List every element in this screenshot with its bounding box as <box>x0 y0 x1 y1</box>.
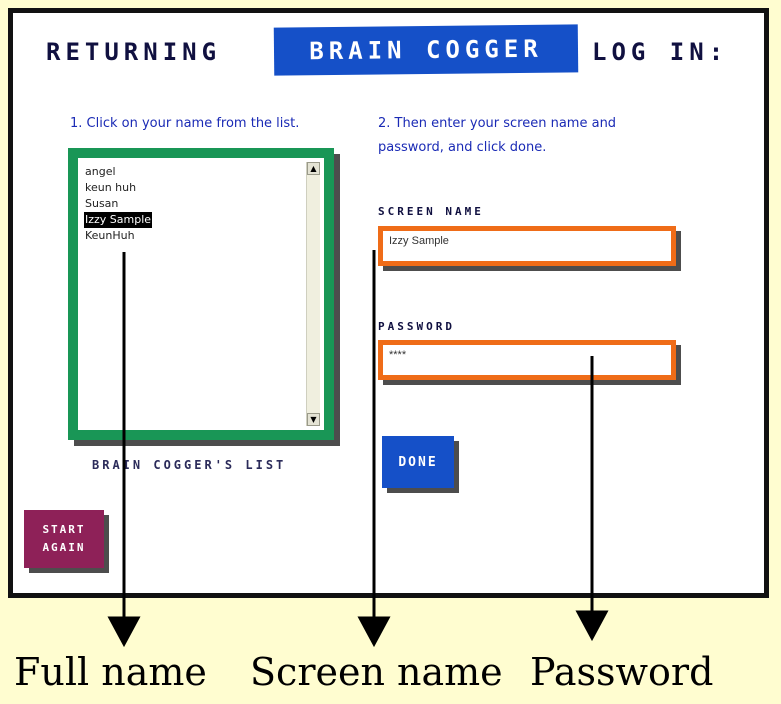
password-caption: Password <box>530 650 714 694</box>
instruction-step1: 1. Click on your name from the list. <box>70 116 300 131</box>
list-scrollbar[interactable]: ▲ ▼ <box>306 162 320 426</box>
scroll-down-icon[interactable]: ▼ <box>307 413 320 426</box>
list-items: angel keun huh Susan Izzy Sample KeunHuh <box>84 164 153 244</box>
list-item[interactable]: angel <box>85 165 116 178</box>
full-name-caption: Full name <box>14 650 207 694</box>
list-item-selected[interactable]: Izzy Sample <box>84 212 153 228</box>
title-right-text: LOG IN: <box>592 38 729 66</box>
list-item[interactable]: keun huh <box>85 181 137 194</box>
list-item[interactable]: KeunHuh <box>85 229 135 242</box>
start-again-button[interactable]: START AGAIN <box>24 510 104 568</box>
password-arrow-head <box>575 610 609 642</box>
list-caption: BRAIN COGGER'S LIST <box>92 458 287 472</box>
scroll-up-icon[interactable]: ▲ <box>307 162 320 175</box>
instruction-step2: 2. Then enter your screen name and passw… <box>378 116 617 155</box>
screen-name-field[interactable]: Izzy Sample <box>378 226 676 266</box>
title-left-text: RETURNING <box>46 38 222 66</box>
password-field[interactable]: **** <box>378 340 676 380</box>
done-button[interactable]: DONE <box>382 436 454 488</box>
page-title: RETURNING BRAIN COGGER LOG IN: <box>46 24 746 78</box>
name-listbox[interactable]: angel keun huh Susan Izzy Sample KeunHuh… <box>68 148 334 440</box>
list-item[interactable]: Susan <box>85 197 119 210</box>
screen-name-label: SCREEN NAME <box>378 205 484 218</box>
screen-name-arrow-head <box>357 616 391 648</box>
full-name-arrow-head <box>107 616 141 648</box>
password-label: PASSWORD <box>378 320 455 333</box>
screen-name-caption: Screen name <box>250 650 503 694</box>
start-again-line2: AGAIN <box>42 541 86 554</box>
start-again-line1: START <box>42 523 86 536</box>
